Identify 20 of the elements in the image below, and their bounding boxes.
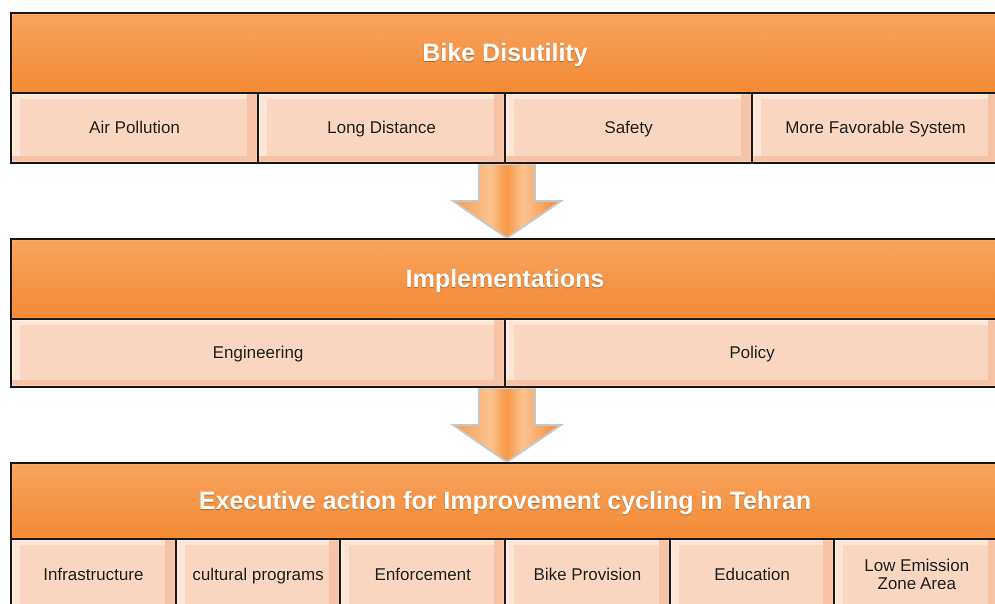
category-cell: Safety	[506, 94, 753, 162]
header-bar: Bike Disutility	[12, 14, 995, 94]
category-cell: Low Emission Zone Area	[835, 540, 995, 604]
category-cell: Enforcement	[341, 540, 506, 604]
panel-frame	[10, 238, 995, 388]
category-cell: Engineering	[12, 320, 506, 386]
panel-frame	[10, 12, 995, 164]
category-cell: Policy	[506, 320, 995, 386]
category-cell: Education	[670, 540, 836, 604]
block-arrow	[450, 387, 564, 464]
block-arrow	[450, 163, 564, 240]
category-cell: cultural programs	[176, 540, 342, 604]
category-cell: Long Distance	[259, 94, 506, 162]
category-cell: Bike Provision	[506, 540, 671, 604]
category-cell: Infrastructure	[12, 540, 177, 604]
category-cell: More Favorable System	[753, 94, 995, 162]
header-bar: Executive action for Improvement cycling in Tehran	[12, 464, 995, 540]
category-cell: Air Pollution	[12, 94, 259, 162]
panel-frame	[10, 462, 995, 604]
header-bar: Implementations	[12, 240, 995, 320]
